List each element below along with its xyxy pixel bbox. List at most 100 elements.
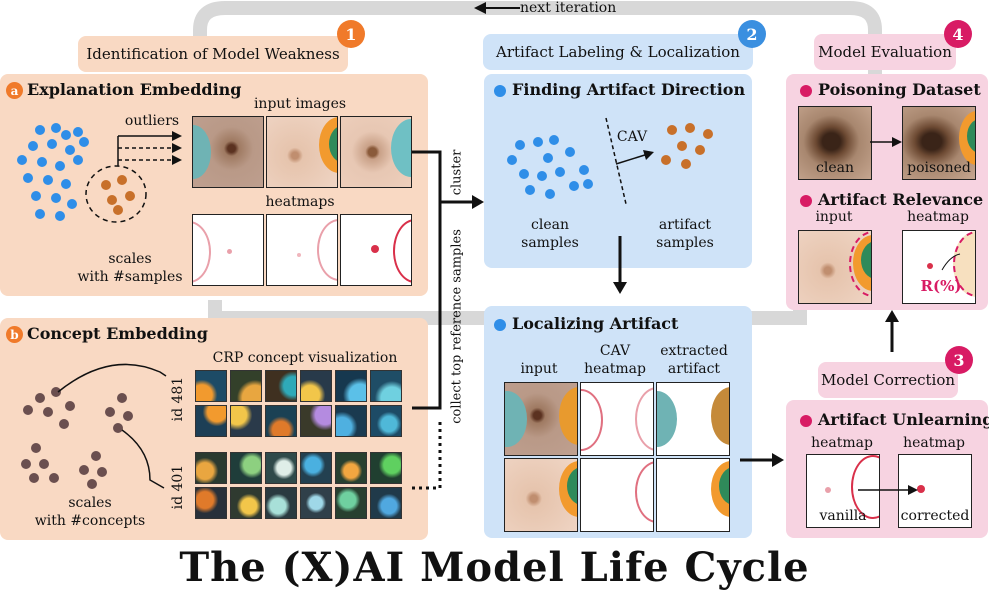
loc-extracted-line2: artifact	[667, 361, 721, 377]
stage3-tab: Model Correction	[818, 362, 958, 398]
loc-cav-heatmap-1	[580, 382, 654, 456]
concept-tile	[265, 370, 297, 402]
concept-caption-line1: scales	[68, 495, 112, 511]
artifact-samples-line2: samples	[656, 235, 714, 251]
concept-tile	[265, 405, 297, 437]
stage1-badge: 1	[337, 20, 365, 48]
cav-label: CAV	[616, 129, 648, 145]
concept-tile	[300, 452, 332, 484]
stage3-badge: 3	[945, 346, 973, 374]
concept-tile	[370, 370, 402, 402]
stage1-tab: Identification of Model Weakness	[78, 36, 348, 72]
stage4-tab: Model Evaluation	[814, 34, 956, 70]
heatmap-3	[340, 214, 412, 286]
concept-tile	[265, 487, 297, 519]
poison-poisoned-label: poisoned	[907, 160, 971, 176]
relevance-bullet	[800, 194, 812, 207]
unlearning-heatmap-right-label: heatmap	[903, 435, 965, 451]
stage3-title: Model Correction	[820, 371, 956, 389]
concept-tile	[335, 487, 367, 519]
artifact-samples-line1: artifact	[658, 217, 712, 233]
unlearning-bullet	[800, 414, 812, 427]
unlearning-heatmap-left-label: heatmap	[811, 435, 873, 451]
input-image-2	[266, 116, 338, 188]
poison-clean-label: clean	[816, 160, 854, 176]
corrected-label: corrected	[900, 508, 970, 524]
stage2-title: Artifact Labeling & Localization	[496, 43, 740, 61]
relevance-input-label: input	[815, 209, 853, 225]
finding-artifact-panel	[484, 74, 752, 268]
stage4-title: Model Evaluation	[818, 43, 952, 61]
heatmap-2	[266, 214, 338, 286]
localizing-title-text: Localizing Artifact	[512, 314, 679, 333]
poison-poisoned-image: poisoned	[902, 106, 976, 180]
poison-clean-image: clean	[798, 106, 872, 180]
loc-input-1	[504, 382, 578, 456]
loc-cav-line1: CAV	[599, 343, 631, 359]
relevance-input-image	[798, 230, 872, 304]
concept-tile	[195, 370, 227, 402]
loc-cav-line2: heatmap	[584, 361, 646, 377]
concept-tile	[370, 452, 402, 484]
loc-input-2	[504, 458, 578, 532]
stage2-badge: 2	[738, 20, 766, 48]
concept-tile	[335, 370, 367, 402]
explanation-caption-line1: scales	[108, 251, 152, 267]
stage2-tab: Artifact Labeling & Localization	[483, 34, 753, 70]
heatmap-1	[192, 214, 264, 286]
concept-tile	[335, 452, 367, 484]
concept-tile	[300, 370, 332, 402]
relevance-heatmap-label: heatmap	[907, 209, 969, 225]
loc-cav-heatmap-2	[580, 458, 654, 532]
poisoning-title-text: Poisoning Dataset	[818, 80, 981, 99]
loc-input-label: input	[520, 361, 558, 377]
concept-tile	[335, 405, 367, 437]
concept-tile	[195, 452, 227, 484]
concept-tile	[195, 487, 227, 519]
concept-title-text: Concept Embedding	[27, 324, 208, 343]
unlearning-title: Artifact Unlearning	[800, 410, 989, 429]
relevance-title: Artifact Relevance	[800, 190, 983, 209]
crp-label: CRP concept visualization	[212, 350, 398, 366]
relevance-title-text: Artifact Relevance	[818, 190, 984, 209]
concept-tile	[300, 405, 332, 437]
concept-caption-line2: with #concepts	[34, 513, 146, 529]
concept-grid-401	[195, 452, 405, 532]
finding-title-text: Finding Artifact Direction	[512, 80, 746, 99]
loc-extracted-2	[656, 458, 730, 532]
unlearning-vanilla-heatmap: vanilla	[806, 454, 880, 528]
concept-tile	[230, 452, 262, 484]
concept-tile	[230, 405, 262, 437]
stage1-title: Identification of Model Weakness	[86, 45, 340, 63]
unlearning-title-text: Artifact Unlearning	[818, 410, 989, 429]
explanation-title-text: Explanation Embedding	[27, 80, 242, 99]
concept-tile	[195, 405, 227, 437]
outliers-label: outliers	[124, 113, 180, 129]
concept-tile	[230, 370, 262, 402]
vanilla-label: vanilla	[819, 508, 867, 524]
poisoning-bullet	[800, 84, 812, 97]
clean-samples-line1: clean	[531, 217, 569, 233]
concept-grid-481	[195, 370, 405, 450]
concept-tile	[300, 487, 332, 519]
concept-tile	[230, 487, 262, 519]
finding-bullet	[494, 84, 506, 97]
poisoning-title: Poisoning Dataset	[800, 80, 981, 99]
concept-tile	[265, 452, 297, 484]
concept-letter: b	[6, 326, 23, 343]
main-title: The (X)AI Model Life Cycle	[179, 544, 810, 591]
clean-samples-line2: samples	[521, 235, 579, 251]
input-image-3	[340, 116, 412, 188]
relevance-heatmap-image: R(%)	[902, 230, 976, 304]
input-image-1	[192, 116, 264, 188]
